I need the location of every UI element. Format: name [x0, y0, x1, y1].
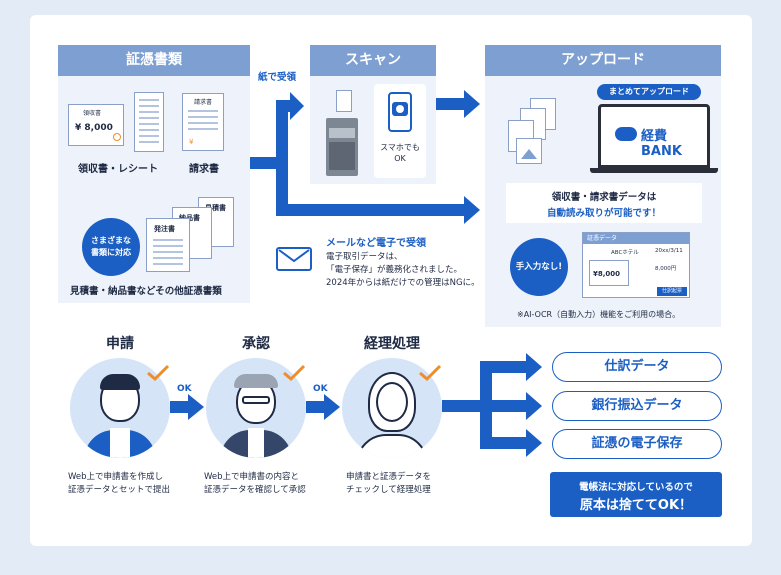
- ok-label-2: OK: [313, 384, 328, 394]
- receipt-doc: 領収書 ¥ 8,000: [68, 104, 124, 146]
- check-icon-1: [146, 364, 170, 386]
- mail-icon: [276, 247, 312, 271]
- phone-label-1: スマホでも: [380, 143, 420, 152]
- email-line3: 2024年からは紙だけでの管理はNGに。: [326, 278, 480, 288]
- form-vendor: ABCホテル: [611, 250, 639, 256]
- badge-line2: 書類に対応: [91, 248, 131, 257]
- output-electronic-storage: 証憑の電子保存: [552, 429, 722, 459]
- badge-line1: さまざまな: [91, 236, 131, 245]
- auto-read-box: 領収書・請求書データは 自動読み取りが可能です！: [506, 183, 702, 223]
- invoice-doc: 請求書 ¥: [182, 93, 224, 151]
- form-amount: 8,000円: [655, 266, 677, 272]
- cloud-icon: [615, 127, 637, 141]
- ok-label-1: OK: [177, 384, 192, 394]
- auto-read-line2: 自動読み取りが可能です！: [546, 208, 661, 219]
- receipt-stamp: [113, 133, 121, 141]
- output-bank-transfer-data: 銀行振込データ: [552, 391, 722, 421]
- invoice-doc-title: 請求書: [194, 99, 213, 106]
- step-approve-desc-1: Web上で申請書の内容と: [204, 472, 300, 482]
- step-accounting-title: 経理処理: [364, 336, 420, 352]
- step-approve-desc-2: 証憑データを確認して承認: [204, 485, 306, 495]
- step-apply-title: 申請: [106, 336, 134, 352]
- smartphone-icon: スマホでも OK: [374, 84, 426, 178]
- vouchers-title: 証憑書類: [58, 45, 250, 76]
- scanner-icon: [326, 90, 358, 178]
- email-line2: 「電子保存」が義務化されました。: [326, 265, 463, 275]
- form-submit-button[interactable]: 仕訳起票: [657, 287, 687, 296]
- step-accounting-desc-2: チェックして経理処理: [346, 485, 431, 495]
- order-lines: [153, 239, 183, 265]
- auto-read-line1: 領収書・請求書データは: [551, 192, 657, 203]
- variety-badge: さまざまな 書類に対応: [82, 218, 140, 276]
- laptop-icon: 経費BANK: [598, 104, 710, 168]
- email-line1: 電子取引データは、: [326, 252, 403, 262]
- approver-avatar: [206, 358, 306, 458]
- upload-title: アップロード: [485, 45, 721, 76]
- invoice-yen: ¥: [189, 138, 194, 146]
- bulk-upload-badge: まとめてアップロード: [597, 84, 701, 100]
- paper-received-label: 紙で受領: [258, 72, 297, 83]
- form-date: 20xx/3/11: [655, 248, 683, 254]
- image-file-icon: [516, 138, 542, 164]
- no-manual-badge: 手入力なし!: [510, 238, 568, 296]
- step-apply-desc-2: 証憑データとセットで提出: [68, 485, 171, 495]
- receipt-slip: [134, 92, 164, 152]
- brand-name: 経費BANK: [641, 129, 682, 159]
- output-journal-data: 仕訳データ: [552, 352, 722, 382]
- cta-banner: 電帳法に対応しているので 原本は捨ててOK！: [550, 472, 722, 517]
- check-icon-3: [418, 364, 442, 386]
- email-title: メールなど電子で受領: [326, 238, 426, 249]
- check-icon-2: [282, 364, 306, 386]
- receipt-doc-amount: ¥ 8,000: [75, 123, 113, 133]
- invoice-label: 請求書: [189, 164, 219, 175]
- scan-title: スキャン: [310, 45, 436, 76]
- estimate-doc-title: 見積書: [205, 204, 226, 212]
- form-title: 証憑データ: [583, 233, 689, 244]
- applicant-avatar: [70, 358, 170, 458]
- form-receipt-amount: ¥8,000: [593, 270, 621, 278]
- step-apply-desc-1: Web上で申請書を作成し: [68, 472, 164, 482]
- other-docs-label: 見積書・納品書などその他証憑書類: [70, 286, 222, 297]
- step-approve-title: 承認: [242, 336, 270, 352]
- voucher-form: 証憑データ ABCホテル 20xx/3/11 ¥8,000 8,000円 仕訳起…: [582, 232, 690, 298]
- cta-line2: 原本は捨ててOK！: [579, 498, 693, 513]
- order-doc-title: 発注書: [154, 225, 175, 233]
- slip-lines: [139, 99, 159, 145]
- step-accounting-desc-1: 申請書と証憑データを: [346, 472, 432, 482]
- receipt-doc-title: 領収書: [83, 110, 102, 117]
- phone-label-2: OK: [394, 154, 406, 163]
- form-receipt-thumb: ¥8,000: [589, 260, 629, 286]
- invoice-lines: [188, 110, 218, 134]
- receipt-label: 領収書・レシート: [78, 164, 158, 175]
- laptop-base: [590, 168, 718, 173]
- order-doc: 発注書: [146, 218, 190, 272]
- cta-line1: 電帳法に対応しているので: [579, 482, 693, 493]
- ocr-note: ※AI-OCR（自動入力）機能をご利用の場合。: [517, 310, 681, 319]
